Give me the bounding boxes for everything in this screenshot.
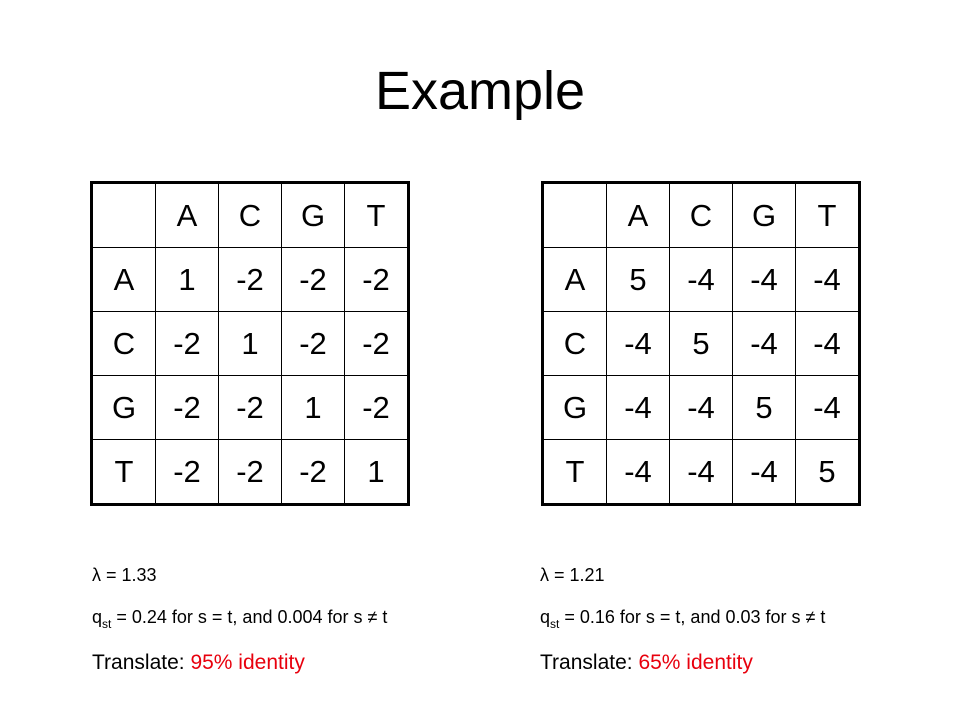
matrix-cell: -2 — [281, 247, 345, 312]
matrix-row: G -4 -4 5 -4 — [542, 375, 860, 440]
slide-title: Example — [374, 61, 586, 121]
lambda-line-left: λ = 1.33 — [92, 564, 157, 586]
q-description: = 0.16 for s = t, and 0.03 for s ≠ t — [559, 607, 826, 627]
q-subscript: st — [550, 617, 560, 631]
matrix-cell: 1 — [155, 247, 219, 312]
matrix-header-row: A C G T — [91, 182, 409, 248]
matrix-cell: -2 — [344, 247, 409, 312]
matrix-cell: -4 — [795, 375, 860, 440]
matrix-cell: -2 — [218, 247, 282, 312]
lambda-value: = 1.21 — [549, 565, 605, 585]
row-header-cell: C — [91, 311, 156, 376]
row-header-cell: A — [542, 247, 607, 312]
matrix-cell: -2 — [218, 439, 282, 505]
column-header-cell: T — [344, 182, 409, 248]
matrix-cell: -2 — [218, 375, 282, 440]
column-header-cell: A — [606, 182, 670, 248]
matrix-row: A 5 -4 -4 -4 — [542, 247, 860, 312]
matrix-row: A 1 -2 -2 -2 — [91, 247, 409, 312]
lambda-symbol: λ — [92, 565, 101, 585]
translate-line-left: Translate: 95% identity — [92, 650, 305, 676]
column-header-cell: A — [155, 182, 219, 248]
matrix-cell: -4 — [795, 311, 860, 376]
row-header-cell: G — [91, 375, 156, 440]
matrix-cell: -2 — [344, 375, 409, 440]
matrix-cell: -4 — [669, 375, 733, 440]
translate-identity: 65% identity — [638, 651, 753, 674]
matrix-row: T -4 -4 -4 5 — [542, 439, 860, 505]
column-header-cell: T — [795, 182, 860, 248]
matrix-cell: 5 — [669, 311, 733, 376]
matrix-cell: 1 — [344, 439, 409, 505]
matrix-row: G -2 -2 1 -2 — [91, 375, 409, 440]
column-header-cell: G — [732, 182, 796, 248]
matrix-cell: -2 — [155, 439, 219, 505]
matrix-cell: -4 — [732, 311, 796, 376]
matrix-row: T -2 -2 -2 1 — [91, 439, 409, 505]
matrix-cell: -4 — [795, 247, 860, 312]
lambda-symbol: λ — [540, 565, 549, 585]
matrix-cell: -4 — [669, 439, 733, 505]
matrix-header-row: A C G T — [542, 182, 860, 248]
matrix-cell: -4 — [606, 439, 670, 505]
scoring-matrix-right: A C G T A 5 -4 -4 -4 C -4 5 -4 -4 G -4 -… — [541, 181, 861, 506]
matrix-cell: -4 — [732, 439, 796, 505]
q-letter: q — [92, 607, 103, 627]
translate-identity: 95% identity — [190, 651, 305, 674]
matrix-cell: 5 — [795, 439, 860, 505]
matrix-cell: -4 — [732, 247, 796, 312]
matrix-cell: -2 — [281, 439, 345, 505]
matrix-cell: 1 — [281, 375, 345, 440]
row-header-cell: C — [542, 311, 607, 376]
matrix-corner-cell — [91, 182, 156, 248]
column-header-cell: C — [218, 182, 282, 248]
column-header-cell: C — [669, 182, 733, 248]
translate-line-right: Translate: 65% identity — [540, 650, 753, 676]
matrix-cell: 5 — [606, 247, 670, 312]
matrix-row: C -2 1 -2 -2 — [91, 311, 409, 376]
q-line-right: qst = 0.16 for s = t, and 0.03 for s ≠ t — [540, 606, 826, 631]
matrix-cell: 5 — [732, 375, 796, 440]
row-header-cell: A — [91, 247, 156, 312]
q-line-left: qst = 0.24 for s = t, and 0.004 for s ≠ … — [92, 606, 388, 631]
q-letter: q — [540, 607, 551, 627]
row-header-cell: G — [542, 375, 607, 440]
lambda-line-right: λ = 1.21 — [540, 564, 605, 586]
matrix-cell: 1 — [218, 311, 282, 376]
matrix-row: C -4 5 -4 -4 — [542, 311, 860, 376]
matrix-cell: -2 — [155, 375, 219, 440]
matrix-corner-cell — [542, 182, 607, 248]
matrix-cell: -2 — [155, 311, 219, 376]
matrix-cell: -4 — [669, 247, 733, 312]
matrix-cell: -2 — [344, 311, 409, 376]
lambda-value: = 1.33 — [101, 565, 157, 585]
scoring-matrix-left: A C G T A 1 -2 -2 -2 C -2 1 -2 -2 G -2 -… — [90, 181, 410, 506]
row-header-cell: T — [542, 439, 607, 505]
translate-label: Translate: — [92, 651, 191, 674]
q-description: = 0.24 for s = t, and 0.004 for s ≠ t — [111, 607, 388, 627]
q-subscript: st — [102, 617, 112, 631]
row-header-cell: T — [91, 439, 156, 505]
translate-label: Translate: — [540, 651, 639, 674]
column-header-cell: G — [281, 182, 345, 248]
matrix-cell: -4 — [606, 311, 670, 376]
matrix-cell: -4 — [606, 375, 670, 440]
matrix-cell: -2 — [281, 311, 345, 376]
